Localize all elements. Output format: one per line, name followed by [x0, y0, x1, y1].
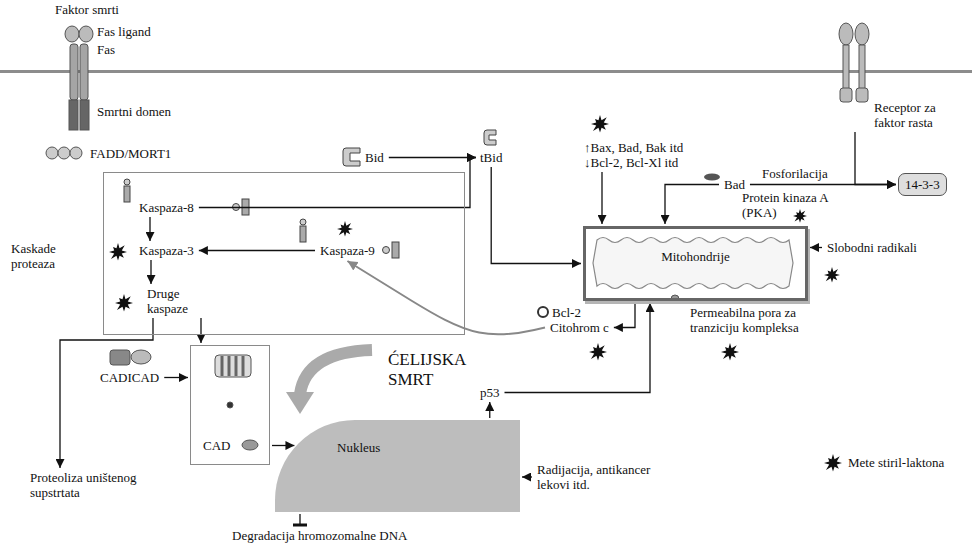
- node-text: Receptor za faktor rasta: [874, 100, 954, 130]
- connector-arrow: [489, 402, 490, 418]
- receptor-node: Receptor za faktor rasta: [836, 20, 954, 130]
- node-text: Nukleus: [337, 440, 582, 455]
- legend-row: Mete stiril-laktona: [848, 455, 944, 470]
- node-text: Mitohondrije: [586, 249, 805, 264]
- connector-arrow: [60, 318, 153, 468]
- node-text: ↓Bcl-2, Bcl-Xl itd: [584, 155, 683, 170]
- receptor-label: Fas: [97, 42, 115, 57]
- cell-death-arrow: [286, 350, 372, 414]
- caspase-node: Kaspaza-3: [137, 243, 196, 258]
- cell-death-label: ĆELIJSKA SMRT: [388, 350, 488, 390]
- connector-arrow: [614, 303, 635, 328]
- connector-arrow: [149, 217, 150, 241]
- protein-box: 14-3-3: [898, 173, 947, 196]
- node-text: ↑Bax, Bad, Bak itd: [584, 140, 683, 155]
- node-text: Bid: [365, 150, 384, 165]
- fas-receptor-symbol: [46, 26, 93, 159]
- node-text: CADICAD: [100, 370, 159, 385]
- connector-arrow: [299, 514, 300, 525]
- protein-label: Bcl-2: [552, 305, 581, 320]
- connector-arrow: [810, 247, 822, 248]
- connector-arrow: [491, 167, 581, 264]
- edge-label: Fosforilacija: [760, 166, 830, 181]
- connector-arrow: [665, 185, 719, 225]
- connector-arrow: [750, 184, 896, 185]
- connector-arrow: [199, 158, 476, 208]
- target-star: [109, 115, 842, 472]
- node-text: Kaspaza-9: [320, 243, 375, 258]
- bid-symbol: [343, 130, 496, 166]
- connector-arrow: [272, 445, 294, 446]
- outcome-node: Proteoliza uništenog supstrtata: [28, 470, 144, 500]
- node-text: p53: [480, 385, 500, 400]
- stimulus-node: Radijacija, antikancer lekovi itd.: [535, 462, 679, 492]
- connector-arrow: [200, 318, 201, 343]
- protein-node: Bad: [722, 177, 747, 192]
- protease-cascade-box: Kaskade proteazaKaspaza-8Kaspaza-3Druge …: [103, 172, 465, 335]
- connector-arrow: [164, 377, 188, 378]
- node-text: tBid: [480, 150, 502, 165]
- connector-arrow: [522, 476, 532, 477]
- legend-text: Mete stiril-laktona: [848, 455, 944, 470]
- kinase-label: Protein kinaza A (PKA): [742, 190, 842, 220]
- caspase-node: Kaspaza-8: [137, 200, 196, 215]
- bcl2-symbol: [538, 307, 548, 317]
- bad-symbol: [704, 174, 720, 181]
- connector-arrow: [347, 261, 545, 334]
- stimulus-node: Slobodni radikali: [825, 240, 919, 255]
- nucleus-shape: Nukleus: [275, 420, 520, 512]
- connector-arrow: [505, 303, 651, 393]
- node-text: Druge kaspaze: [147, 286, 205, 316]
- mitochondrion-box: Mitohondrije: [583, 226, 808, 301]
- protein-node: Bid: [363, 150, 386, 165]
- regulator-list: ↑Bax, Bad, Bak itd↓Bcl-2, Bcl-Xl itd: [582, 140, 685, 170]
- death-factor-label: Faktor smrti: [55, 2, 119, 17]
- node-text: Slobodni radikali: [827, 240, 917, 255]
- node-text: Radijacija, antikancer lekovi itd.: [537, 462, 677, 492]
- protein-node: tBid: [478, 150, 504, 165]
- caspase-symbol: [124, 179, 399, 258]
- cad-box: CAD: [190, 345, 270, 465]
- node-text: Kaskade proteaza: [11, 241, 96, 271]
- protein-node: CADICAD: [98, 370, 161, 385]
- node-text: Kaspaza-8: [139, 200, 194, 215]
- node-text: Citohrom c: [550, 320, 609, 335]
- growth-receptor-symbol: [839, 23, 869, 102]
- connector-arrow: [150, 260, 151, 284]
- protein-node: Citohrom c: [548, 320, 611, 335]
- caspase-node: Druge kaspaze: [145, 286, 207, 316]
- connector-arrow: [855, 132, 896, 185]
- protein-node: p53: [478, 385, 502, 400]
- ligand-label: Fas ligand: [97, 24, 151, 39]
- node-text: Proteoliza uništenog supstrtata: [30, 470, 142, 500]
- node-text: 14-3-3: [905, 177, 940, 192]
- node-text: Degradacija hromozomalne DNA: [232, 528, 407, 543]
- node-text: CAD: [203, 438, 281, 453]
- adaptor-label: FADD/MORT1: [90, 146, 171, 161]
- caspase-node: Kaspaza-9: [318, 243, 377, 258]
- cad-symbol: [110, 350, 258, 450]
- domain-label: Smrtni domen: [97, 104, 171, 119]
- node-text: Kaspaza-3: [139, 243, 194, 258]
- connector-arrow: [389, 157, 476, 158]
- cell-membrane: [0, 70, 972, 73]
- pore-label: Permeabilna pora za tranziciju kompleksa: [690, 305, 822, 335]
- node-text: Bad: [724, 177, 745, 192]
- outcome-node: Degradacija hromozomalne DNA: [230, 528, 409, 543]
- connector-arrow: [601, 172, 602, 224]
- connector-arrow: [199, 250, 315, 251]
